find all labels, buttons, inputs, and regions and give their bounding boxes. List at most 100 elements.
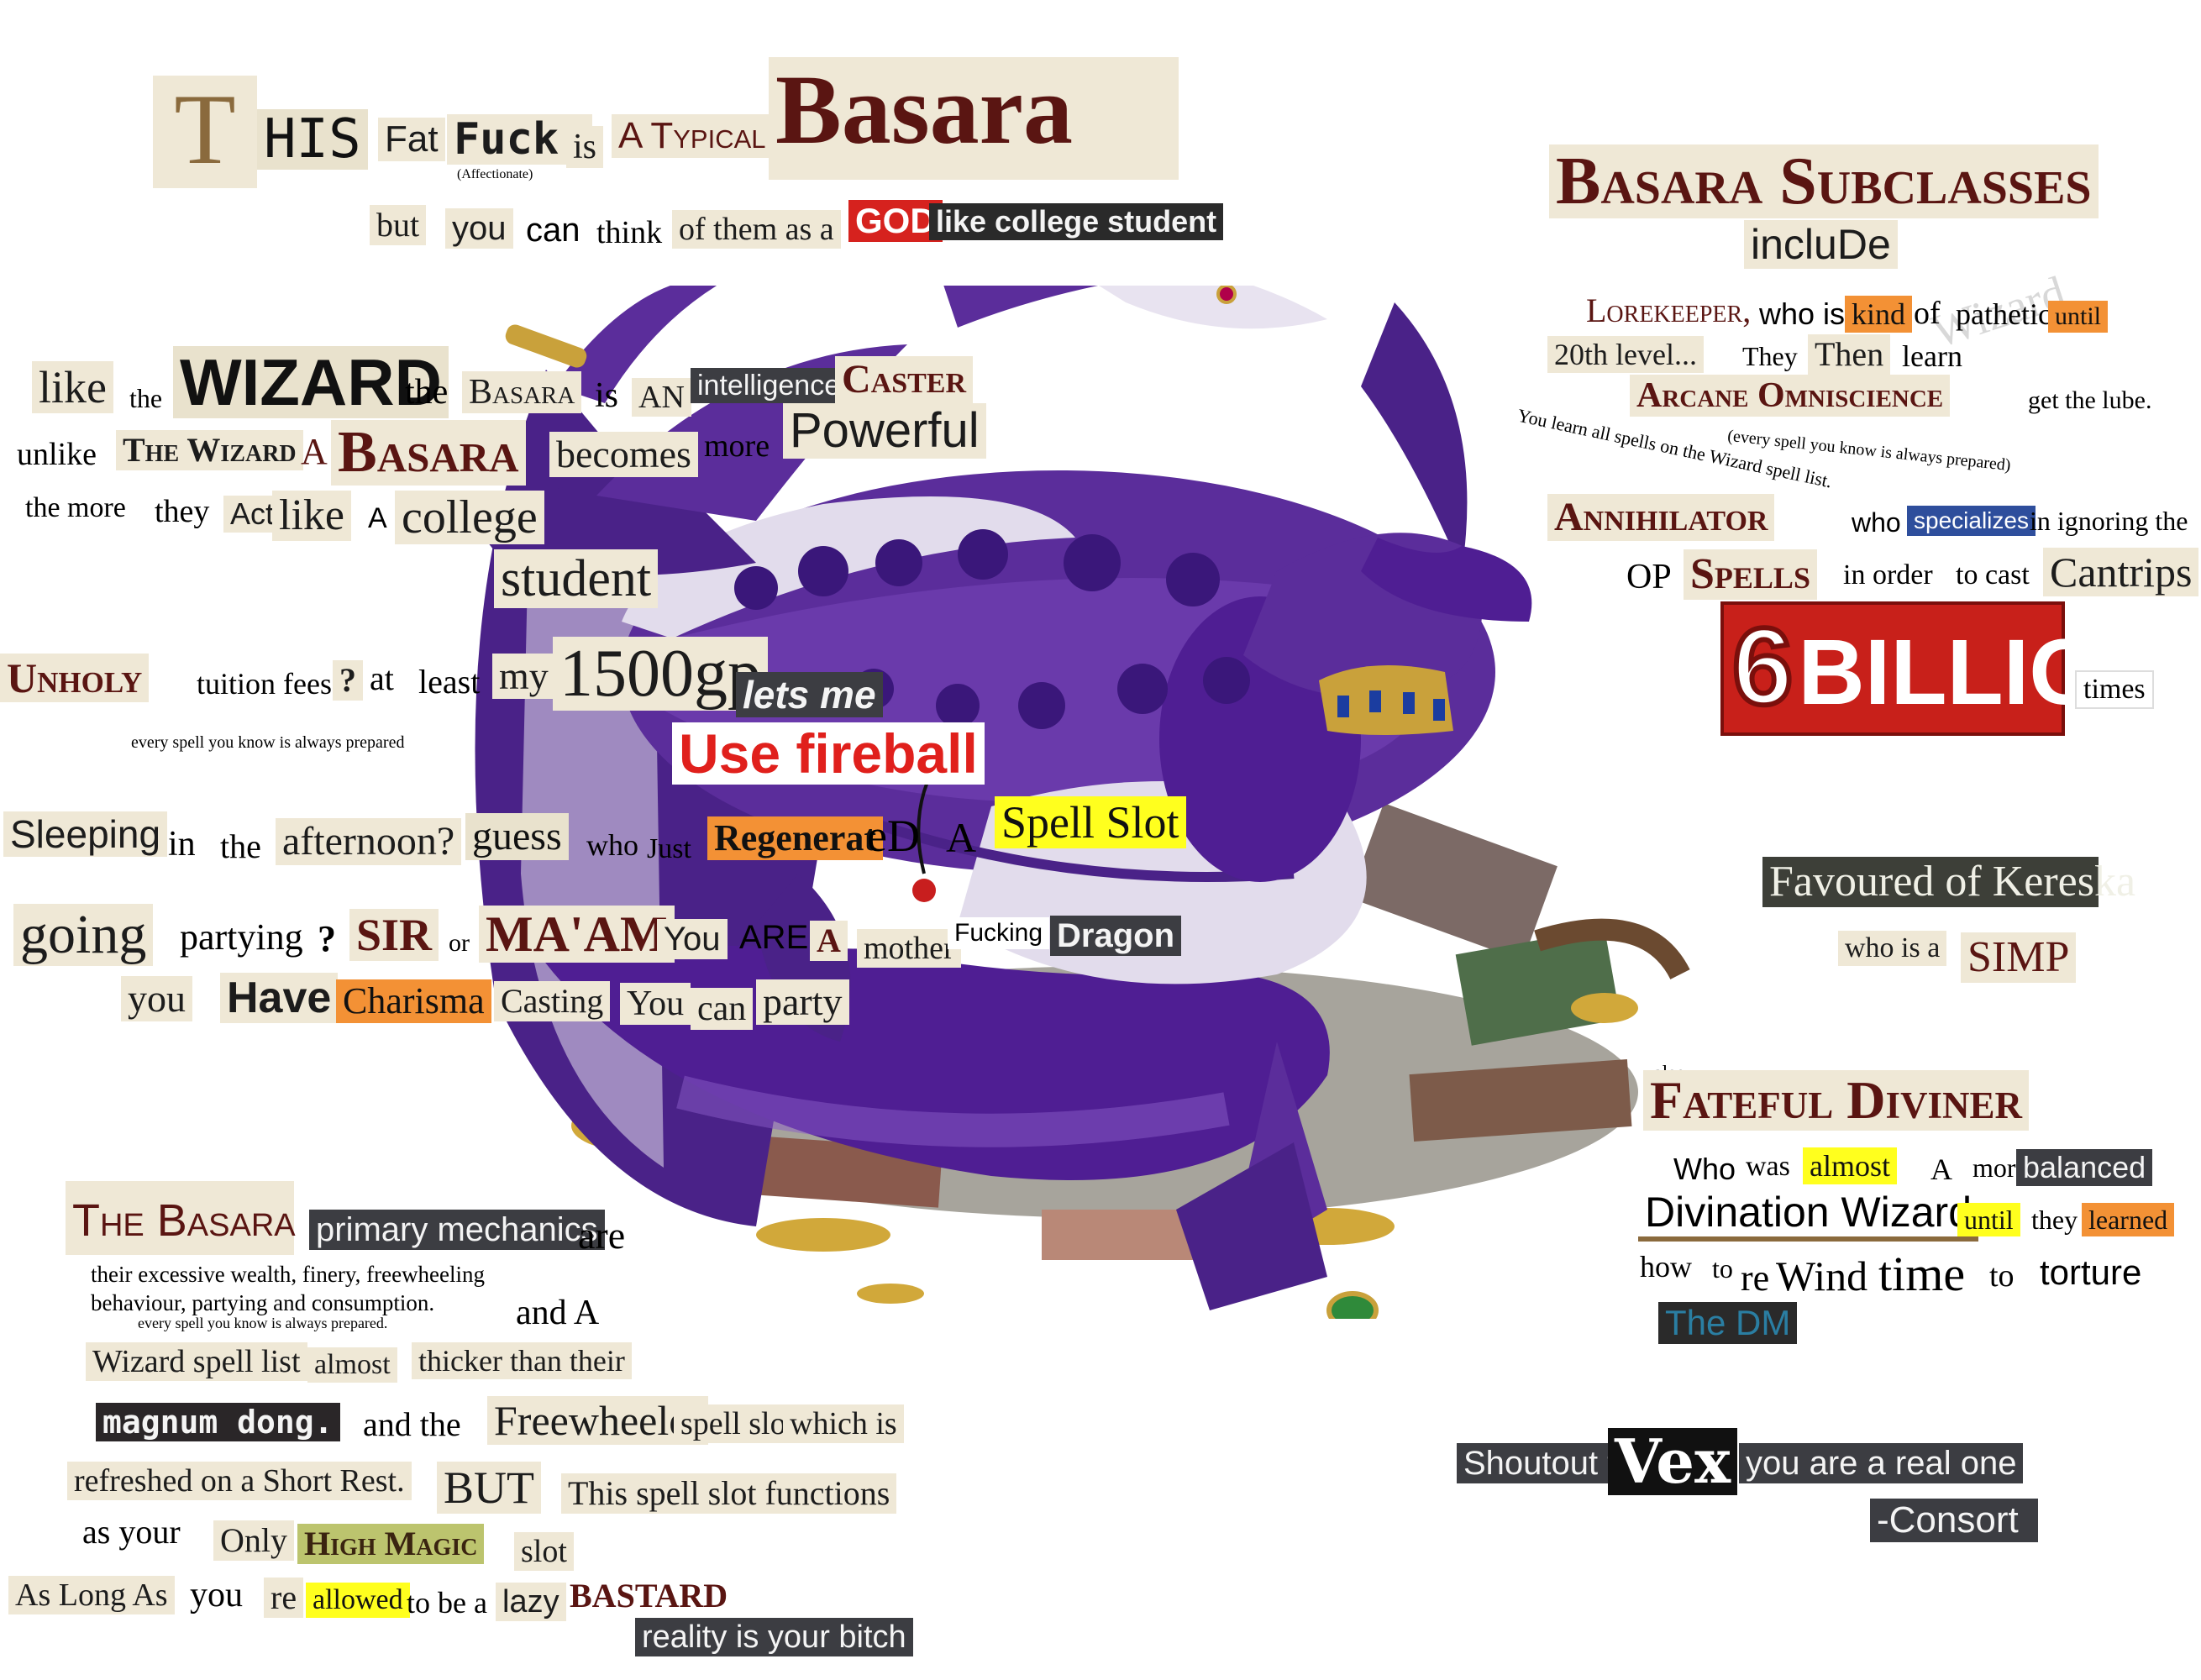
right-in-order: in order: [1843, 559, 1933, 591]
left-q2: ?: [318, 918, 336, 959]
left-tuition: tuition fees: [197, 667, 332, 701]
left-use-fireball: Use fireball: [672, 722, 985, 785]
bl-small: every spell you know is always prepared.: [138, 1315, 388, 1331]
left-basara: Basara: [462, 371, 582, 413]
right-six-billion: 6BILLION: [1720, 601, 2167, 736]
left-wizard: WIZARD: [173, 346, 449, 418]
subtitle-can: can: [526, 212, 580, 249]
right-lorekeeper: Lorekeeper,: [1586, 291, 1752, 329]
left-the2: the: [405, 373, 449, 412]
bl-and-a: and A: [516, 1294, 600, 1332]
subtitle-god: GOD: [848, 200, 943, 242]
left-mother: mother: [857, 929, 961, 968]
bl-wizard-list: Wizard spell list: [86, 1342, 307, 1381]
right-pathetic: pathetic: [1956, 297, 2051, 331]
left-intelligence: intelligence: [691, 368, 848, 403]
bl-and-the: and the: [363, 1405, 461, 1443]
right-specializes: specializes: [1907, 506, 2036, 536]
right-was: was: [1746, 1151, 1790, 1182]
title-is: is: [566, 126, 604, 168]
left-you3: You: [620, 983, 691, 1025]
bl-which-is: which is: [783, 1404, 904, 1443]
bl-this-slot: This spell slot functions: [561, 1473, 897, 1514]
left-basara2: Basara: [331, 420, 526, 486]
left-the-wizard: The Wizard: [116, 430, 303, 470]
credit-consort: -Consort: [1870, 1499, 2038, 1542]
bl-line2: behaviour, partying and consumption.: [91, 1290, 435, 1315]
right-annihilator: Annihilator: [1547, 494, 1775, 541]
bl-as-your: as your: [82, 1513, 181, 1551]
left-going: going: [13, 904, 154, 966]
left-casting: Casting: [494, 981, 611, 1021]
bl-high-magic: High Magic: [297, 1524, 485, 1564]
right-to2: to: [1989, 1258, 2015, 1294]
right-wind: Wind: [1776, 1252, 1868, 1299]
right-kind: kind: [1845, 296, 1913, 333]
left-the1: the: [129, 383, 163, 413]
bl-are: are: [578, 1214, 626, 1257]
right-then: Then: [1808, 334, 1891, 375]
left-fucking: Fucking: [948, 917, 1050, 949]
bl-freewheeler: Freewheeler: [487, 1396, 709, 1445]
bl-but: BUT: [437, 1462, 541, 1514]
right-learned: learned: [2082, 1203, 2175, 1236]
right-torture: torture: [2040, 1252, 2142, 1292]
left-is: is: [595, 376, 619, 415]
title-initial-t: T: [153, 76, 257, 188]
left-lets-me: lets me: [736, 672, 883, 717]
left-like: like: [32, 361, 113, 413]
left-college: college: [395, 491, 544, 544]
left-who: who: [586, 828, 638, 862]
right-ignoring: in ignoring the: [2030, 506, 2188, 536]
bl-to-be-a: to be a: [407, 1586, 487, 1620]
credit-real-one: you are a real one: [1739, 1443, 2024, 1483]
left-gp: 1500gp: [553, 637, 768, 711]
subtitle-like-college: like college student: [929, 203, 1224, 240]
title-affectionate: (Affectionate): [457, 167, 533, 181]
right-who2: Who: [1673, 1152, 1736, 1186]
left-unholy: Unholy: [0, 654, 150, 702]
left-maam: MA'AM: [479, 906, 675, 963]
bl-magnum: magnum dong.: [96, 1403, 340, 1441]
credit-vex: Vex: [1608, 1428, 1737, 1495]
left-have: Have: [220, 973, 339, 1023]
left-ed: eD: [867, 811, 920, 861]
left-act: Act: [223, 496, 281, 533]
right-op: OP: [1626, 558, 1672, 596]
right-fateful: Fateful Diviner: [1643, 1070, 2030, 1131]
right-level: 20th level...: [1547, 336, 1704, 373]
right-until2: until: [1957, 1203, 2020, 1236]
right-learn: learn: [1902, 339, 1962, 373]
subtitle-but: but: [370, 205, 427, 245]
right-divination: Divination Wizard: [1638, 1188, 1979, 1242]
left-more: more: [704, 428, 770, 464]
subtitle-you: you: [445, 208, 513, 249]
left-q1: ?: [333, 660, 363, 701]
right-who-is: who is: [1759, 297, 1846, 331]
right-of: of: [1914, 296, 1941, 331]
right-until: until: [2048, 301, 2109, 333]
right-they: They: [1742, 341, 1798, 371]
bl-re: re: [264, 1578, 304, 1618]
left-a4: A: [810, 921, 848, 961]
right-lube: get the lube.: [2028, 386, 2152, 414]
right-almost: almost: [1803, 1147, 1897, 1184]
left-becomes: becomes: [549, 432, 698, 477]
left-partying: partying: [180, 916, 303, 958]
left-regenerat: Regenerat: [707, 816, 884, 860]
left-unlike: unlike: [17, 437, 97, 472]
right-favoured: Favoured of Kereska: [1762, 857, 2135, 907]
right-the-dm: The DM: [1658, 1302, 1798, 1344]
bl-line1: their excessive wealth, finery, freewhee…: [91, 1262, 486, 1287]
left-student: student: [494, 549, 659, 608]
subtitle-of-them-as-a: of them as a: [672, 210, 841, 249]
right-subclasses: Basara Subclasses: [1549, 144, 2099, 218]
left-every-spell: every spell you know is always prepared: [131, 733, 405, 752]
left-are: ARE: [739, 919, 809, 956]
left-or: or: [449, 929, 470, 957]
right-times: times: [2075, 670, 2154, 709]
left-sir: SIR: [349, 909, 439, 961]
bl-the-basara: The Basara: [66, 1181, 296, 1255]
left-spell-slot: Spell Slot: [995, 796, 1186, 848]
left-a: A: [301, 431, 328, 472]
